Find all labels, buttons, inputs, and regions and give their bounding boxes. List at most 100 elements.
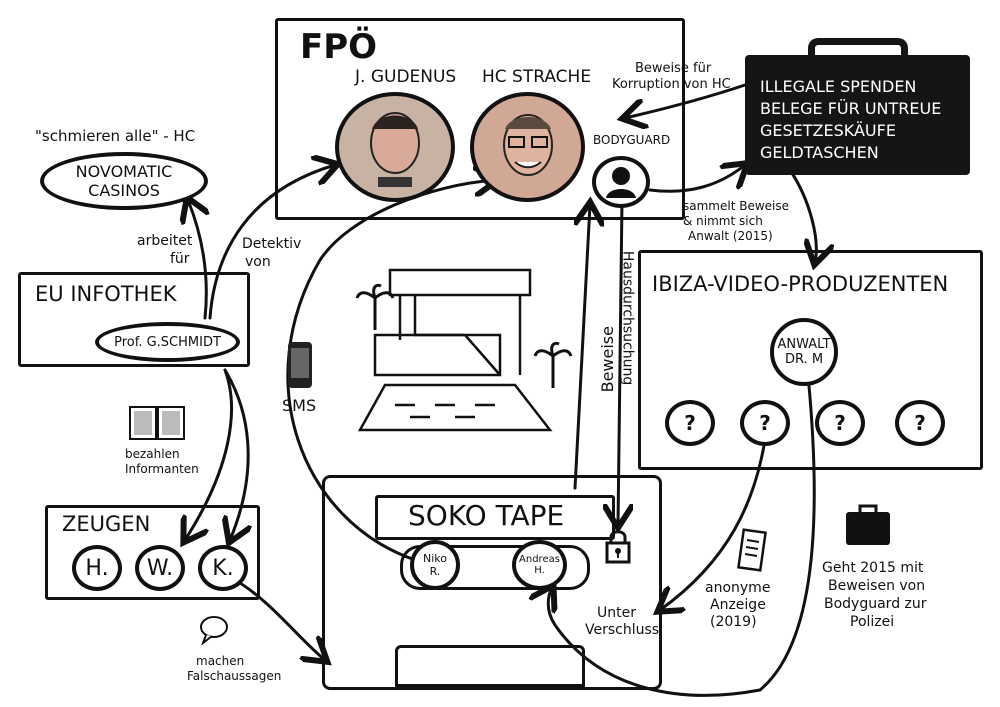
arrow-schmidt-novomatic — [188, 200, 206, 320]
face-icon — [370, 112, 420, 187]
arbeitet-label-1: arbeitet — [137, 233, 193, 249]
arrow-hausdurchsuchung — [573, 205, 590, 490]
briefcase-line4: GELDTASCHEN — [760, 143, 879, 162]
andreas-line1: Andreas — [519, 554, 560, 565]
briefcase-line3: GESETZESKÄUFE — [760, 121, 896, 140]
arrow-schmidt-k — [225, 368, 248, 540]
detektiv-label-1: Detektiv — [242, 236, 302, 252]
eu-infothek-title: EU INFOTHEK — [35, 282, 177, 306]
schmidt-label: Prof. G.SCHMIDT — [114, 334, 221, 350]
villa-icon — [357, 268, 553, 432]
novomatic-line2: CASINOS — [88, 181, 160, 200]
unknown-producer-4: ? — [895, 400, 945, 446]
sammelt-label-3: Anwalt (2015) — [688, 229, 773, 243]
briefcase-line2: BELEGE FÜR UNTREUE — [760, 99, 942, 118]
briefcase-handle — [808, 38, 908, 60]
document-icon — [737, 528, 767, 572]
palm-tree-icon — [533, 341, 573, 388]
sammelt-label-2: & nimmt sich — [683, 214, 763, 228]
hausdurchsuchung-label: Hausdurchsuchung — [619, 250, 636, 386]
andreas-line2: H. — [534, 565, 545, 576]
zeuge-w: W. — [135, 545, 185, 591]
falsch-label-1: machen — [196, 654, 245, 668]
zeuge-k-label: K. — [212, 555, 234, 581]
gudenus-label: J. GUDENUS — [355, 67, 457, 87]
bezahlen-label-2: Informanten — [125, 462, 199, 476]
zeuge-k: K. — [198, 545, 248, 591]
anzeige-label-3: (2019) — [710, 614, 757, 630]
novomatic-oval: NOVOMATIC CASINOS — [40, 152, 208, 210]
unknown-producer-1-mark: ? — [684, 411, 696, 435]
fpo-box — [275, 18, 685, 220]
lock-label-1: Unter — [597, 605, 636, 621]
anwalt-line1: ANWALT — [777, 337, 831, 352]
niko-line2: R. — [429, 565, 441, 578]
briefcase-icon — [846, 504, 890, 545]
beweise-vertical-label: Beweise — [597, 326, 617, 393]
zeuge-w-label: W. — [146, 555, 174, 581]
unknown-producer-1: ? — [665, 400, 715, 446]
ibiza-box — [638, 250, 983, 470]
ibiza-title: IBIZA-VIDEO-PRODUZENTEN — [652, 272, 949, 296]
sms-label: SMS — [282, 396, 317, 415]
money-icon — [129, 406, 185, 440]
eu-infothek-box — [18, 272, 250, 367]
face-icon — [502, 114, 553, 176]
speech-bubble-icon — [200, 616, 228, 645]
polizei-label-3: Bodyguard zur — [824, 596, 927, 612]
falsch-label-2: Falschaussagen — [187, 669, 282, 683]
unknown-producer-3: ? — [815, 400, 865, 446]
person-silhouette-icon — [606, 167, 636, 198]
soko-tape-window — [400, 545, 590, 590]
strache-portrait — [470, 92, 585, 202]
unknown-producer-2: ? — [740, 400, 790, 446]
arrow-schmidt-w — [185, 368, 234, 540]
unknown-producer-3-mark: ? — [834, 411, 846, 435]
briefcase — [745, 55, 970, 175]
soko-cassette-bottom — [395, 645, 585, 687]
phone-icon — [288, 342, 312, 388]
arrow-anzeige — [660, 438, 767, 610]
arrow-schmidt-strache — [208, 165, 335, 320]
polizei-label-2: Beweisen von — [828, 578, 926, 594]
detektiv-label-2: von — [245, 254, 271, 270]
reel-andreas: Andreas H. — [512, 540, 567, 590]
strache-label: HC STRACHE — [482, 67, 592, 87]
sammelt-label-1: sammelt Beweise — [683, 199, 790, 213]
fpo-title: FPÖ — [300, 27, 378, 67]
polizei-label-1: Geht 2015 mit — [822, 560, 924, 576]
novomatic-line1: NOVOMATIC — [75, 162, 173, 181]
arrow-beweise-lock — [618, 198, 622, 525]
padlock-icon — [605, 530, 631, 564]
novomatic-quote: "schmieren alle" - HC — [35, 127, 196, 145]
lock-label-2: Verschluss — [585, 622, 660, 638]
arrow-zeugen-soko — [233, 578, 325, 660]
bezahlen-label-1: bezahlen — [125, 447, 180, 461]
beweise-korruption-label-2: Korruption von HC — [612, 77, 731, 92]
niko-line1: Niko — [423, 552, 447, 565]
unknown-producer-2-mark: ? — [759, 411, 771, 435]
arbeitet-label-2: für — [170, 251, 190, 267]
gudenus-portrait — [335, 92, 455, 202]
zeugen-title: ZEUGEN — [62, 512, 151, 536]
briefcase-line1: ILLEGALE SPENDEN — [760, 77, 917, 96]
bodyguard-label: BODYGUARD — [593, 133, 671, 147]
anwalt-circle: ANWALT DR. M — [770, 318, 838, 386]
soko-cassette — [322, 475, 662, 690]
beweise-korruption-label-1: Beweise für — [635, 61, 712, 76]
soko-title: SOKO TAPE — [408, 499, 565, 532]
anzeige-label-2: Anzeige — [710, 597, 766, 613]
bodyguard-avatar — [592, 156, 650, 208]
polizei-label-4: Polizei — [850, 614, 895, 630]
arrow-briefcase-hc — [625, 83, 747, 118]
anzeige-label-1: anonyme — [705, 580, 771, 596]
palm-tree-icon — [355, 283, 395, 330]
arrow-bodyguard-briefcase — [648, 165, 745, 193]
zeugen-box — [45, 505, 260, 600]
unknown-producer-4-mark: ? — [914, 411, 926, 435]
anwalt-line2: DR. M — [784, 352, 824, 367]
soko-label-strip — [375, 495, 615, 540]
reel-niko: Niko R. — [410, 540, 460, 590]
